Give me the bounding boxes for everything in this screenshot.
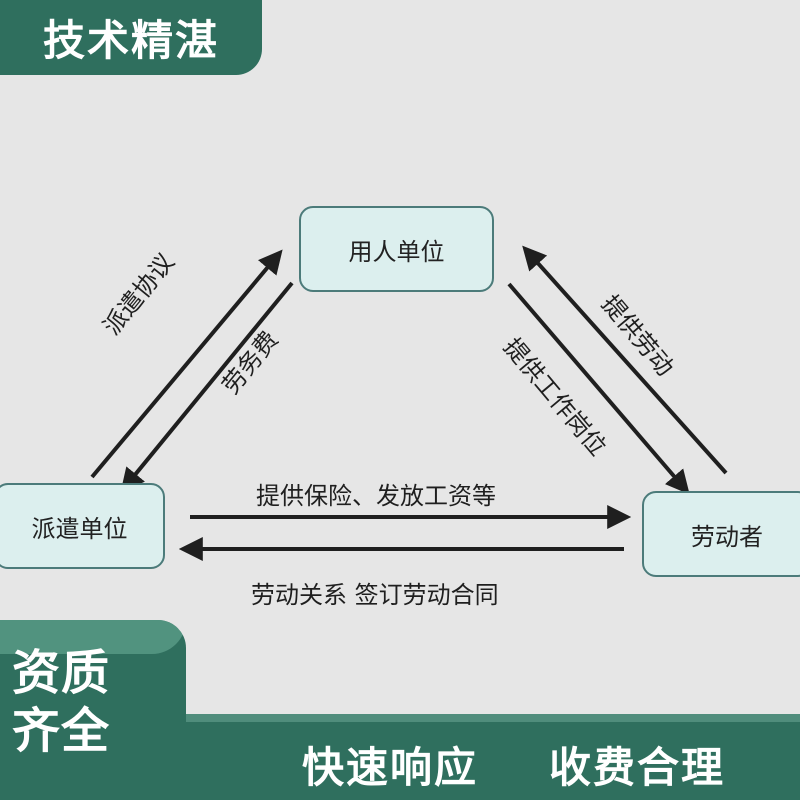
edge-label-insurance-wages: 提供保险、发放工资等 [256,482,496,510]
bottom-left-badge-text: 资质 齐全 [12,645,162,760]
top-banner-title: 技术精湛 [42,16,219,65]
badge-line-1: 资质 [12,645,111,701]
arrow-dispatch-agreement [90,249,283,479]
node-employer: 用人单位 [299,206,494,292]
badge-line-2: 齐全 [12,702,111,759]
diagram-arrows [90,245,728,561]
slogan-left: 快速响应 [302,743,479,792]
bottom-bar-highlight [186,714,800,722]
node-worker: 劳动者 [642,491,800,577]
arrow-service-fee [120,281,294,493]
node-worker-label: 劳动者 [691,522,763,551]
bottom-left-badge: 资质 齐全 [0,620,186,800]
flow-diagram: 用人单位 派遣单位 劳动者 派遣协议 劳务费 提供劳动 提供工作岗位 提供保险、… [0,75,800,725]
arrow-provide-labor [522,245,728,475]
node-employer-label: 用人单位 [348,237,445,266]
node-dispatcher-label: 派遣单位 [31,514,128,543]
bottom-slogan-bar [186,714,800,800]
node-dispatcher: 派遣单位 [0,483,165,569]
badge-wave-decoration [0,620,186,654]
slogan-right: 收费合理 [549,743,726,792]
top-banner: 技术精湛 [0,0,262,75]
edge-label-labor-contract: 劳动关系 签订劳动合同 [251,581,499,609]
arrow-provide-job [507,282,690,495]
